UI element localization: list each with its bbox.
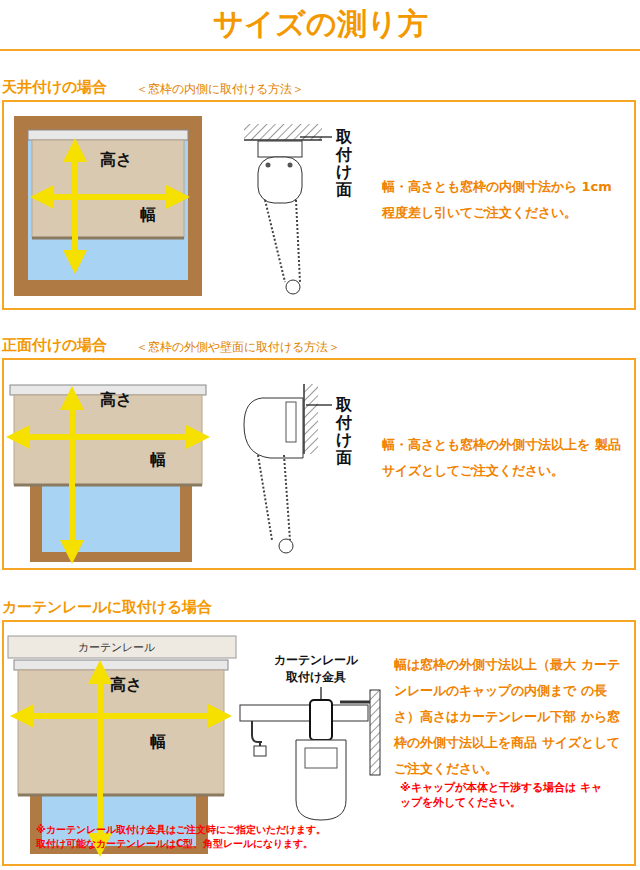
section-heading: 天井付けの場合 xyxy=(2,78,107,97)
page-title: サイズの測り方 xyxy=(0,4,640,45)
section-subheading: ＜窓枠の内側に取付ける方法＞ xyxy=(136,81,304,98)
section-heading: 正面付けの場合 xyxy=(2,336,107,355)
dimension-label: 高さ xyxy=(110,675,142,696)
mount-surface-label: 取付け面 xyxy=(336,128,352,198)
instruction-text: 幅は窓枠の外側寸法以上（最大 カーテンレールのキャップの内側まで の長さ）高さは… xyxy=(394,652,630,782)
mount-surface-label: 取付け面 xyxy=(336,396,352,466)
dimension-label: カーテンレール xyxy=(78,640,155,655)
dimension-label: 幅 xyxy=(150,732,166,753)
dimension-label: 高さ xyxy=(100,150,132,171)
dimension-label: 幅 xyxy=(150,450,166,471)
note-text: ※カーテンレール取付け金具はご注文時にご指定いただけます。 取付け可能なカーテン… xyxy=(36,823,336,851)
note-text: ※キャップが本体と干渉する場合は キャップを外してください。 xyxy=(400,780,610,810)
section-box: 正面付けの場合＜窓枠の外側や壁面に取付ける方法＞幅・高さとも窓枠の外側寸法以上を… xyxy=(2,358,636,570)
dimension-label: カーテンレール 取付け金具 xyxy=(266,652,366,686)
section-box: 天井付けの場合＜窓枠の内側に取付ける方法＞幅・高さとも窓枠の内側寸法から 1cm… xyxy=(2,100,636,310)
instruction-text: 幅・高さとも窓枠の外側寸法以上を 製品サイズとしてご注文ください。 xyxy=(382,432,622,484)
section-heading: カーテンレールに取付ける場合 xyxy=(2,598,212,617)
section-subheading: ＜窓枠の外側や壁面に取付ける方法＞ xyxy=(136,339,340,356)
instruction-text: 幅・高さとも窓枠の内側寸法から 1cm程度差し引いてご注文ください。 xyxy=(382,174,622,226)
dimension-label: 幅 xyxy=(140,205,156,226)
dimension-label: 高さ xyxy=(100,390,132,411)
